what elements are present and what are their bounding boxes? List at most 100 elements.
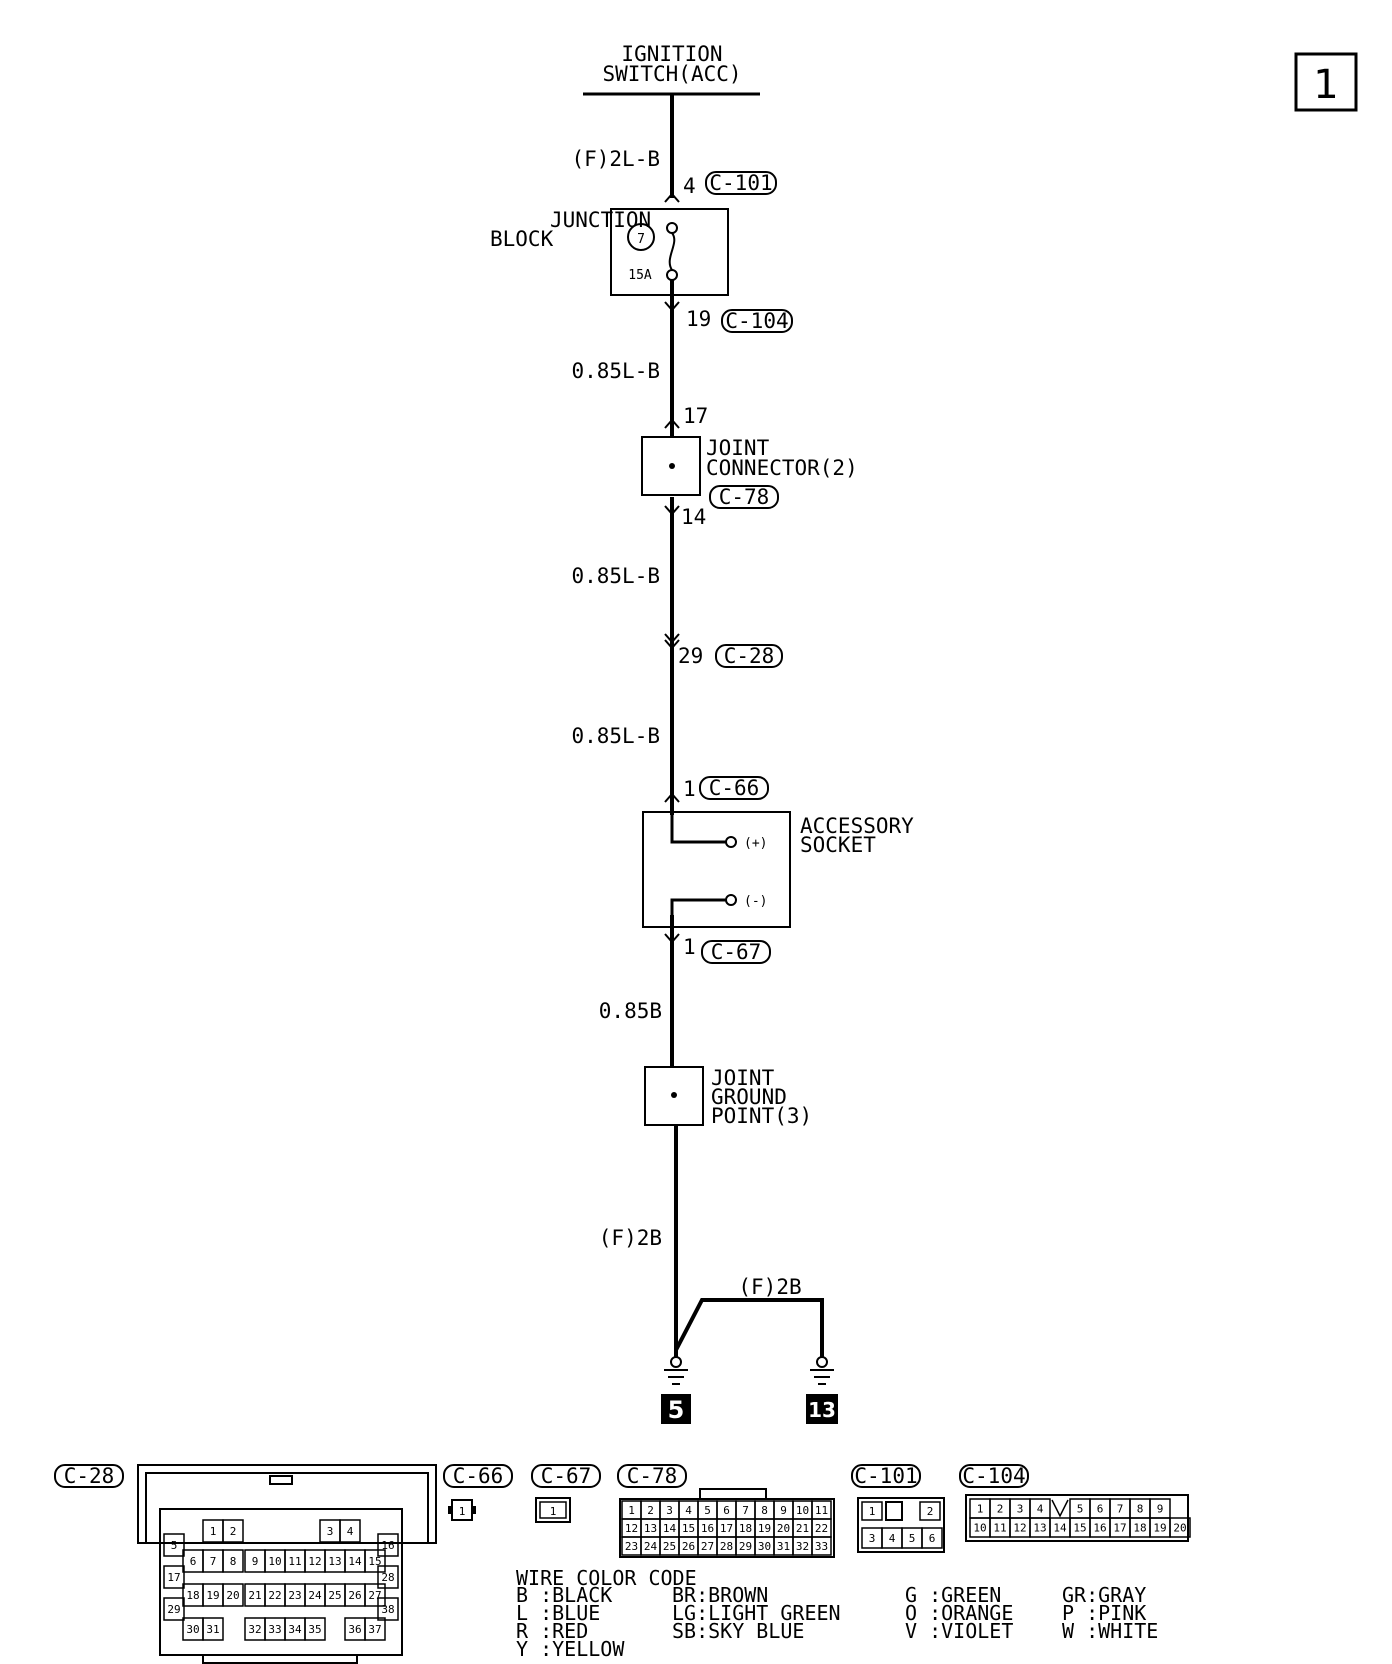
ground-branch-wire — [674, 1298, 824, 1358]
c28-pin-cell — [202, 1617, 224, 1641]
view-tag-c67: C-67 — [541, 1464, 592, 1488]
c28-pin-label: 12 — [308, 1555, 321, 1568]
wire-label-7: (F)2B — [738, 1275, 801, 1299]
c28-pin-label: 23 — [288, 1589, 301, 1602]
c101-pin-cell — [861, 1501, 883, 1521]
c66-pin: 1 — [459, 1505, 466, 1518]
joint-connector: JOINT CONNECTOR(2) — [641, 436, 858, 496]
connector-face-c67: 1 — [535, 1497, 571, 1523]
c28-pin-cell — [222, 1519, 244, 1543]
view-tag-c78: C-78 — [627, 1464, 678, 1488]
c101-pin-cell — [919, 1501, 941, 1521]
tag-c104 — [721, 309, 793, 333]
id-c28: C-28 — [724, 644, 775, 668]
fuse-terminal-bottom — [666, 269, 678, 281]
c104-pin-cell — [1169, 1517, 1191, 1538]
legend-item-sb: SB:SKY BLUE — [672, 1619, 804, 1643]
c28-pin-label: 11 — [288, 1555, 301, 1568]
c104-pin-label: 11 — [993, 1522, 1006, 1535]
c28-pin-cell — [364, 1549, 386, 1573]
view-tag-c101: C-101 — [854, 1464, 917, 1488]
c101-pin-label: 5 — [909, 1532, 916, 1545]
c28-pin-label: 36 — [348, 1623, 361, 1636]
junction-block-label-2: BLOCK — [490, 227, 554, 251]
c78-pin-label: 31 — [777, 1540, 790, 1553]
c28-pin-label: 8 — [230, 1555, 237, 1568]
pin-c67: 1 — [683, 935, 696, 959]
c78-pin-label: 11 — [815, 1504, 828, 1517]
c78-pin-label: 22 — [815, 1522, 828, 1535]
joint-ground-point: JOINT GROUND POINT(3) — [644, 1066, 812, 1128]
c28-pin-cell — [222, 1583, 244, 1607]
legend-item-r: R :RED — [516, 1619, 588, 1643]
c78-pin-label: 19 — [758, 1522, 771, 1535]
c78-pin-label: 7 — [742, 1504, 749, 1517]
joint-ground-label-1: JOINT — [711, 1066, 775, 1090]
c78-pin-label: 6 — [723, 1504, 730, 1517]
tag-c67 — [701, 940, 771, 964]
pin-c78-out: 14 — [681, 505, 706, 529]
c78-pin-label: 13 — [644, 1522, 657, 1535]
c78-pin-label: 24 — [644, 1540, 658, 1553]
ground-5-badge — [661, 1394, 691, 1424]
c101-pin-label: 3 — [869, 1532, 876, 1545]
c104-pin-label: 15 — [1073, 1522, 1086, 1535]
joint-connector-label-2: CONNECTOR(2) — [706, 456, 858, 480]
c104-pin-label: 2 — [997, 1503, 1004, 1516]
page-number-box — [1294, 52, 1358, 112]
pin-c66: 1 — [683, 777, 696, 801]
c78-pin-label: 4 — [685, 1504, 692, 1517]
c78-pin-label: 14 — [663, 1522, 677, 1535]
c104-pin-label: 1 — [977, 1503, 984, 1516]
fuse-number: 7 — [637, 232, 645, 247]
legend-item-l: L :BLUE — [516, 1601, 600, 1625]
joint-ground-label-3: POINT(3) — [711, 1104, 812, 1128]
c101-pin-label: 6 — [929, 1532, 936, 1545]
c28-pin-cell — [163, 1565, 185, 1589]
c28-pin-cell — [222, 1549, 244, 1573]
source-label-1: IGNITION — [621, 42, 722, 66]
id-c78: C-78 — [719, 485, 770, 509]
c101-pin-label: 1 — [869, 1505, 876, 1518]
c104-key-icon — [1051, 1499, 1069, 1518]
fuse-icon — [668, 232, 676, 271]
c28-pin-label: 38 — [381, 1603, 394, 1616]
legend-item-w: W :WHITE — [1062, 1619, 1158, 1643]
accessory-socket-label-1: ACCESSORY — [800, 814, 914, 838]
c28-pin-label: 30 — [186, 1623, 199, 1636]
legend-item-y: Y :YELLOW — [516, 1637, 625, 1661]
legend-item-b: B :BLACK — [516, 1583, 612, 1607]
c28-pin-label: 32 — [248, 1623, 261, 1636]
pin-c104: 19 — [686, 307, 711, 331]
pin-c78-in: 17 — [683, 404, 708, 428]
main-wire — [670, 94, 678, 1350]
id-c104: C-104 — [725, 309, 788, 333]
ground-symbol-13: 13 — [806, 1356, 838, 1424]
c28-pin-label: 20 — [226, 1589, 239, 1602]
id-c67: C-67 — [711, 940, 762, 964]
junction-block-label-1: JUNCTION — [550, 208, 651, 232]
joint-ground-label-2: GROUND — [711, 1085, 787, 1109]
c28-pin-cell — [377, 1533, 399, 1557]
legend-item-gr: GR:GRAY — [1062, 1583, 1146, 1607]
c78-pin-label: 20 — [777, 1522, 790, 1535]
c28-pin-cell — [163, 1533, 185, 1557]
c28-pin-label: 27 — [368, 1589, 381, 1602]
c28-pin-label: 9 — [252, 1555, 259, 1568]
c78-pin-cell — [811, 1536, 832, 1556]
c104-pin-label: 3 — [1017, 1503, 1024, 1516]
c104-pin-label: 4 — [1037, 1503, 1044, 1516]
c28-pin-label: 28 — [381, 1571, 394, 1584]
c104-pin-label: 7 — [1117, 1503, 1124, 1516]
accessory-socket: (+) (-) ACCESSORY SOCKET — [642, 811, 914, 928]
c28-pin-label: 17 — [167, 1571, 180, 1584]
pin-c28: 29 — [678, 644, 703, 668]
c101-pin-label: 4 — [889, 1532, 896, 1545]
legend-item-o: O :ORANGE — [905, 1601, 1013, 1625]
c78-pin-label: 28 — [720, 1540, 733, 1553]
legend-item-v: V :VIOLET — [905, 1619, 1013, 1643]
